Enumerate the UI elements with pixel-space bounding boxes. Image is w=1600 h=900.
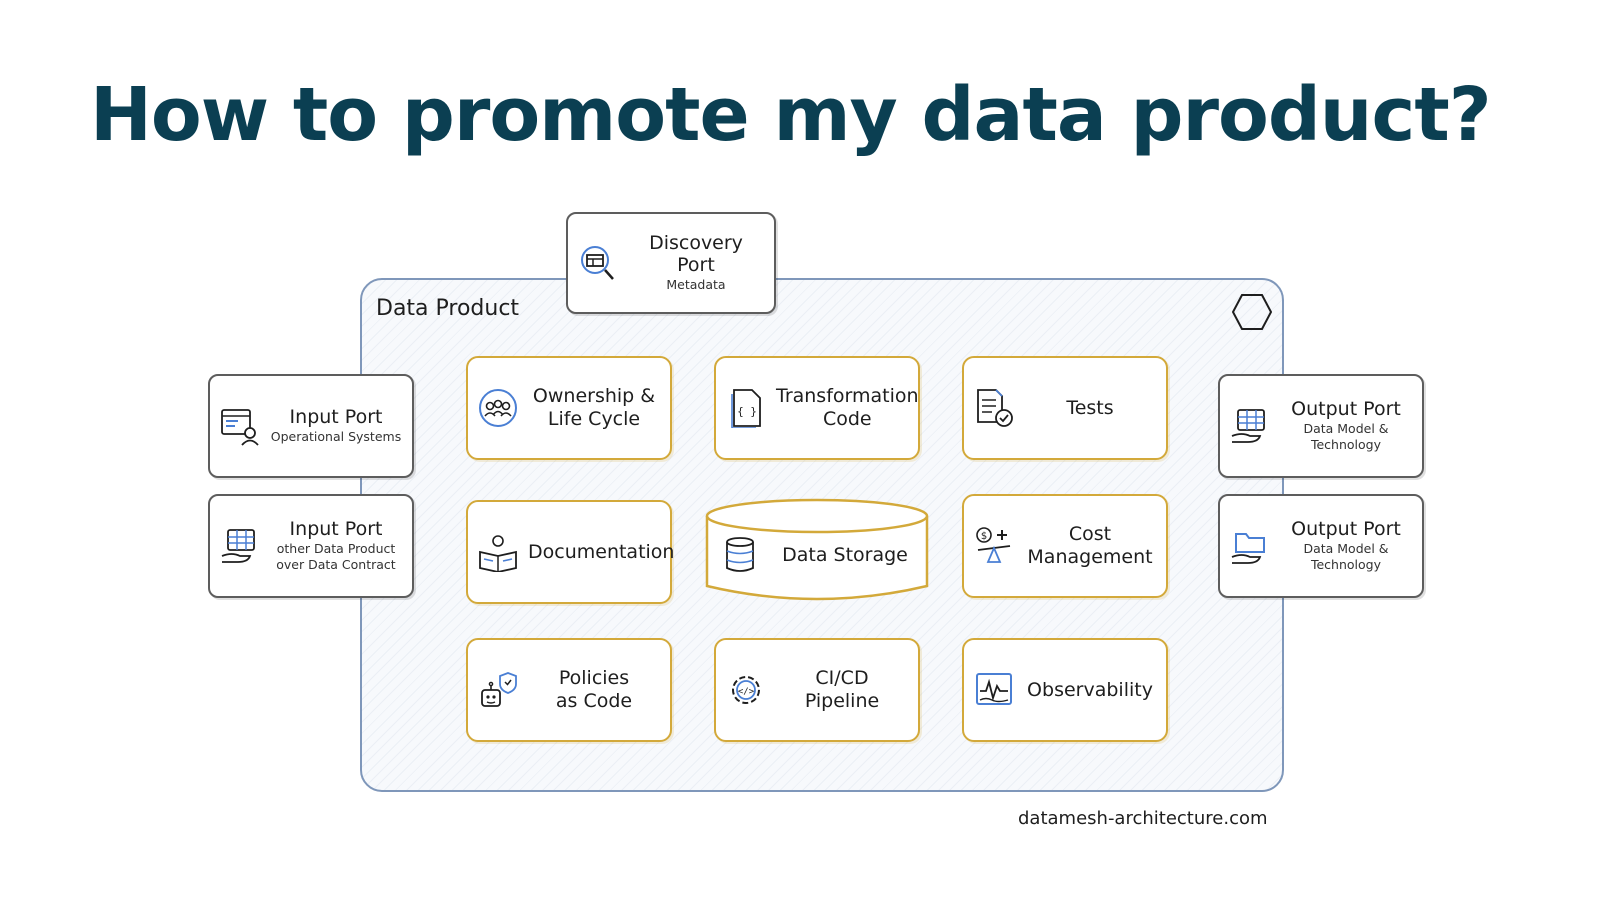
browser-user-icon xyxy=(221,409,259,446)
reader-book-icon xyxy=(479,535,517,572)
tests-label: Tests xyxy=(1066,396,1114,419)
cost-management-card[interactable]: $ Cost Management xyxy=(962,494,1168,598)
policies-as-code-card[interactable]: Policies as Code xyxy=(466,638,672,742)
policies-line2: as Code xyxy=(555,690,633,712)
page-title: How to promote my data product? xyxy=(90,72,1492,158)
output-port-1[interactable]: Output Port Data Model & Technology xyxy=(1218,374,1424,478)
svg-text:$: $ xyxy=(981,531,987,542)
discovery-port[interactable]: Discovery Port Metadata xyxy=(566,212,776,314)
cost-line1: Cost xyxy=(1068,523,1112,546)
input-port-operational[interactable]: Input Port Operational Systems xyxy=(208,374,414,478)
input-port-subtitle-line2: over Data Contract xyxy=(276,556,396,572)
transformation-line2: Code xyxy=(822,408,872,430)
data-storage-label: Data Storage xyxy=(782,543,908,566)
cicd-pipeline-card[interactable]: </> CI/CD Pipeline xyxy=(714,638,920,742)
output-port-title: Output Port xyxy=(1291,517,1401,540)
gear-code-icon: </> xyxy=(732,676,760,704)
code-file-icon: { } xyxy=(731,389,761,428)
output-port-subtitle: Data Model & Technology xyxy=(1303,420,1389,452)
monitor-pulse-icon xyxy=(976,673,1012,705)
observability-label: Observability xyxy=(1027,678,1153,701)
tests-card[interactable]: Tests xyxy=(962,356,1168,460)
svg-text:</>: </> xyxy=(738,687,755,697)
database-icon xyxy=(726,537,754,572)
ownership-line1: Ownership & xyxy=(532,385,656,408)
discovery-port-title: Discovery Port xyxy=(649,232,743,276)
cost-line2: Management xyxy=(1027,546,1153,568)
observability-card[interactable]: Observability xyxy=(962,638,1168,742)
ownership-lifecycle-card[interactable]: Ownership & Life Cycle xyxy=(466,356,672,460)
footer-url[interactable]: datamesh-architecture.com xyxy=(1018,808,1268,829)
robot-shield-icon xyxy=(481,672,517,707)
table-hand-icon xyxy=(221,529,255,563)
cicd-label: CI/CD Pipeline xyxy=(804,667,880,712)
documentation-label: Documentation xyxy=(528,540,675,563)
input-port-subtitle: Operational Systems xyxy=(270,428,402,444)
team-icon xyxy=(479,389,517,427)
cost-balance-icon: $ xyxy=(976,527,1011,563)
discovery-port-subtitle: Metadata xyxy=(666,276,726,292)
output-port-title: Output Port xyxy=(1291,397,1401,420)
input-port-title: Input Port xyxy=(289,517,383,540)
magnifier-table-icon xyxy=(581,246,614,280)
input-port-subtitle-line1: other Data Product xyxy=(276,540,396,556)
transformation-code-card[interactable]: { } Transformation Code xyxy=(714,356,920,460)
data-storage-cylinder[interactable] xyxy=(704,494,930,606)
checklist-icon xyxy=(977,389,1013,427)
ownership-line2: Life Cycle xyxy=(547,408,641,430)
output-port-subtitle: Data Model & Technology xyxy=(1303,540,1389,572)
documentation-card[interactable]: Documentation xyxy=(466,500,675,604)
folder-hand-icon xyxy=(1231,533,1265,564)
input-port-data-product[interactable]: Input Port other Data Product over Data … xyxy=(208,494,414,598)
hexagon-icon xyxy=(1232,294,1272,330)
table-hand-icon xyxy=(1231,409,1265,443)
data-product-label: Data Product xyxy=(376,296,520,321)
svg-text:{ }: { } xyxy=(737,405,757,418)
data-storage-content: Data Storage xyxy=(720,530,920,580)
output-port-2[interactable]: Output Port Data Model & Technology xyxy=(1218,494,1424,598)
transformation-line1: Transformation xyxy=(776,385,919,408)
input-port-title: Input Port xyxy=(289,405,383,428)
policies-line1: Policies xyxy=(558,667,630,690)
